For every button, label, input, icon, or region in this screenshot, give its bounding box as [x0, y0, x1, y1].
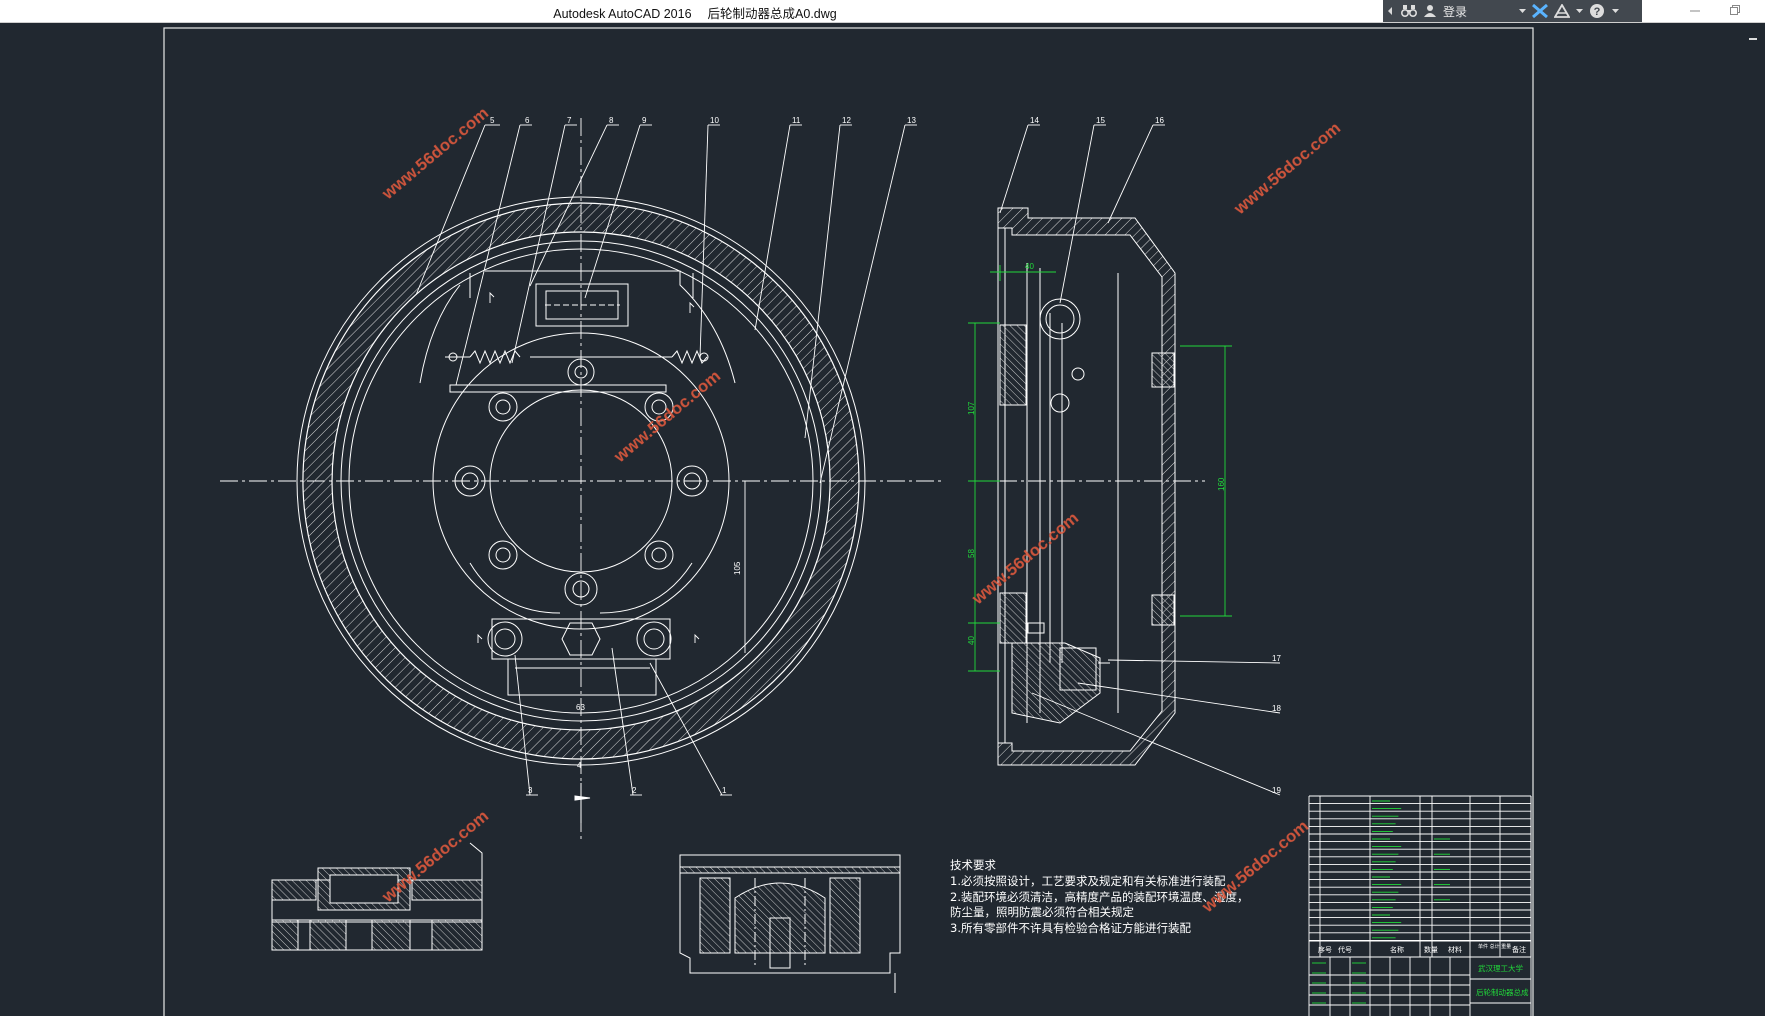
- svg-text:17: 17: [1272, 654, 1281, 663]
- side-leaders: [999, 124, 1281, 796]
- tech-line: 1.必须按照设计，工艺要求及规定和有关标准进行装配: [950, 874, 1226, 888]
- app-name: Autodesk AutoCAD 2016: [553, 7, 692, 21]
- tech-line: 3.所有零部件不许具有检验合格证方能进行装配: [950, 921, 1191, 935]
- user-icon[interactable]: [1421, 0, 1439, 22]
- svg-text:数量: 数量: [1424, 945, 1438, 954]
- svg-text:3: 3: [528, 786, 533, 795]
- detail-view-left: [271, 842, 483, 951]
- technical-requirements: 技术要求 1.必须按照设计，工艺要求及规定和有关标准进行装配 2.装配环境必须清…: [950, 858, 1248, 935]
- svg-text:材料: 材料: [1448, 945, 1462, 954]
- window-title: Autodesk AutoCAD 2016 后轮制动器总成A0.dwg: [0, 3, 1390, 22]
- arrow-left-icon[interactable]: [1383, 0, 1397, 22]
- front-view: [220, 118, 945, 843]
- svg-text:11: 11: [792, 116, 801, 125]
- svg-text:107: 107: [967, 401, 976, 415]
- side-dimension-labels: 40 107 58 40 160: [967, 262, 1226, 645]
- svg-text:10: 10: [710, 116, 719, 125]
- chevron-down-icon[interactable]: [1609, 0, 1621, 22]
- svg-text:?: ?: [1594, 6, 1601, 18]
- svg-text:备注: 备注: [1512, 945, 1526, 954]
- school-name: 武汉理工大学: [1478, 963, 1523, 973]
- svg-text:15: 15: [1096, 116, 1105, 125]
- svg-text:18: 18: [1272, 704, 1281, 713]
- svg-text:13: 13: [907, 116, 916, 125]
- title-block-text: 序号 代号 名称 数量 材料 单件 总计 重量 备注 武汉理工大学 后轮制动器总…: [1318, 943, 1529, 997]
- svg-text:8: 8: [609, 116, 614, 125]
- chevron-down-icon[interactable]: [1515, 0, 1529, 22]
- side-dimensions: [968, 265, 1232, 672]
- restore-icon[interactable]: [1715, 4, 1755, 18]
- svg-text:代号: 代号: [1338, 945, 1352, 954]
- a360-icon[interactable]: [1551, 0, 1573, 22]
- svg-text:7: 7: [567, 116, 572, 125]
- svg-text:www.56doc.com: www.56doc.com: [378, 103, 493, 203]
- svg-text:4: 4: [577, 761, 582, 770]
- file-name: 后轮制动器总成A0.dwg: [707, 7, 837, 21]
- tech-line: 防尘量，照明防震必须符合相关规定: [950, 905, 1134, 919]
- svg-text:单件 总计 重量: 单件 总计 重量: [1478, 943, 1511, 950]
- svg-text:160: 160: [1217, 477, 1226, 491]
- svg-text:40: 40: [1025, 262, 1034, 271]
- svg-text:12: 12: [842, 116, 851, 125]
- tech-title: 技术要求: [950, 858, 996, 872]
- detail-view-middle: [679, 854, 901, 993]
- title-bar: Autodesk AutoCAD 2016 后轮制动器总成A0.dwg 登录 ?: [0, 0, 1765, 23]
- svg-text:14: 14: [1030, 116, 1039, 125]
- side-view: [970, 207, 1205, 766]
- chevron-down-icon[interactable]: [1573, 0, 1585, 22]
- front-part-numbers: 5 6 7 8 9 10 11 12 13 3 2 1 105 63 4: [490, 116, 916, 795]
- svg-text:19: 19: [1272, 786, 1281, 795]
- side-part-numbers: 14 15 16 17 18 19: [1030, 116, 1281, 795]
- binoculars-icon[interactable]: [1397, 0, 1421, 22]
- svg-text:序号: 序号: [1318, 945, 1332, 954]
- help-icon[interactable]: ?: [1585, 0, 1609, 22]
- svg-text:2: 2: [632, 786, 637, 795]
- svg-text:63: 63: [576, 703, 585, 712]
- viewport-minimize-dash[interactable]: [1749, 38, 1757, 40]
- svg-text:105: 105: [733, 561, 742, 575]
- svg-text:9: 9: [642, 116, 647, 125]
- sheet-border: [163, 27, 1534, 1016]
- svg-text:40: 40: [967, 636, 976, 645]
- svg-text:www.56doc.com: www.56doc.com: [1230, 118, 1345, 218]
- drawing-name: 后轮制动器总成: [1476, 987, 1529, 997]
- tech-line: 2.装配环境必须清洁，高精度产品的装配环境温度、湿度，: [950, 890, 1248, 904]
- svg-text:6: 6: [525, 116, 530, 125]
- drawing-canvas[interactable]: 5 6 7 8 9 10 11 12 13 3 2 1 105 63 4: [0, 23, 1765, 1016]
- svg-text:5: 5: [490, 116, 495, 125]
- login-label: 登录: [1443, 4, 1468, 19]
- svg-text:58: 58: [967, 549, 976, 558]
- svg-text:16: 16: [1155, 116, 1164, 125]
- exchange-x-icon[interactable]: [1529, 0, 1551, 22]
- svg-text:1: 1: [722, 786, 727, 795]
- front-leaders: [415, 124, 917, 796]
- login-button[interactable]: 登录: [1439, 0, 1515, 22]
- info-center-toolbar: 登录 ?: [1383, 0, 1642, 22]
- minimize-icon[interactable]: [1675, 4, 1715, 18]
- title-block: [1308, 795, 1532, 1016]
- window-controls: [1642, 0, 1765, 22]
- svg-text:www.56doc.com: www.56doc.com: [1198, 816, 1313, 916]
- svg-text:名称: 名称: [1390, 945, 1404, 954]
